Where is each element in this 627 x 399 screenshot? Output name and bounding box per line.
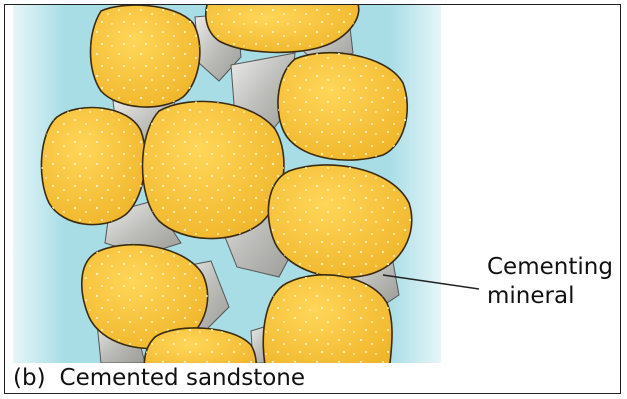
sand-grain [263, 275, 392, 375]
label-line-2: mineral [487, 282, 613, 311]
sand-grain [41, 108, 145, 225]
sand-grain [268, 165, 411, 278]
sand-grain [91, 5, 200, 107]
figure-caption: (b) Cemented sandstone [13, 367, 305, 390]
cementing-mineral-label: Cementing mineral [487, 253, 613, 311]
caption-text: Cemented sandstone [60, 365, 305, 391]
label-line-1: Cementing [487, 253, 613, 282]
figure-frame: Cementing mineral (b) Cemented sandstone [4, 4, 621, 394]
sand-grain [143, 101, 284, 238]
caption-tag: (b) [13, 365, 46, 391]
sand-grain [278, 53, 407, 160]
sandstone-diagram [5, 5, 621, 394]
